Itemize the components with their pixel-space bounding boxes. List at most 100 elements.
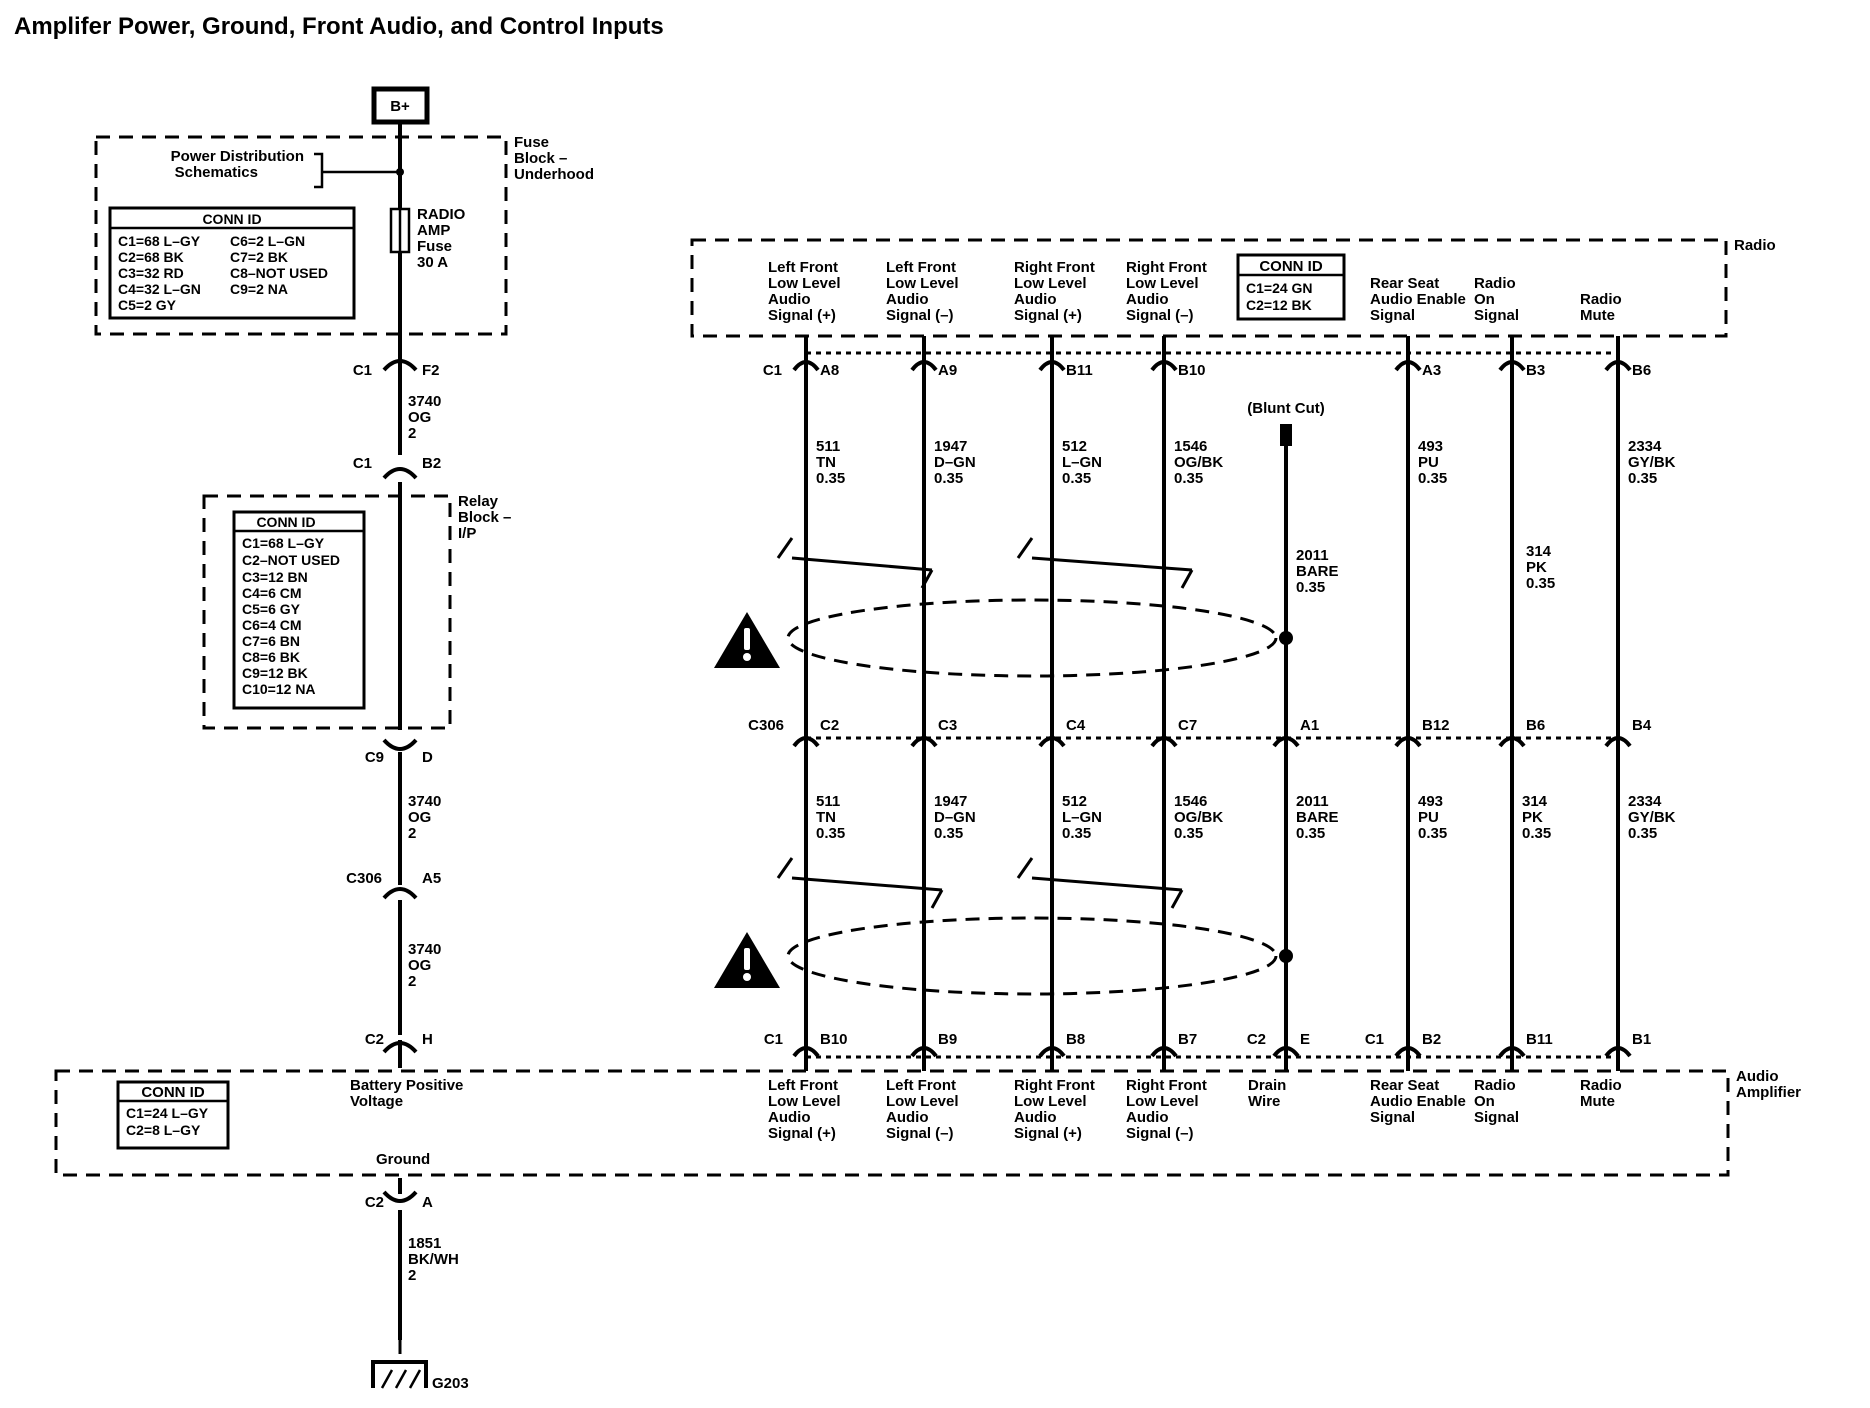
wire-label: PU bbox=[1418, 454, 1439, 471]
radio-pin-label: Rear Seat bbox=[1370, 275, 1439, 292]
wire-label: 2011 bbox=[1296, 793, 1329, 810]
amp-pin-id: B9 bbox=[938, 1031, 957, 1048]
wire-label: 493 bbox=[1418, 793, 1443, 810]
svg-text:Fuse: Fuse bbox=[417, 238, 452, 255]
warning-icon bbox=[714, 932, 780, 988]
blunt-cut-end bbox=[1280, 424, 1292, 446]
amp-connector-pin bbox=[1150, 1046, 1178, 1058]
svg-text:C6=2 L–GN: C6=2 L–GN bbox=[230, 233, 305, 249]
wire-label: 0.35 bbox=[1526, 575, 1555, 592]
radio-pin-label: On bbox=[1474, 291, 1495, 308]
amp-pin-label: Audio Enable bbox=[1370, 1093, 1466, 1110]
amp-pin-id: B11 bbox=[1526, 1031, 1553, 1048]
amp-pin-label: Radio bbox=[1580, 1077, 1622, 1094]
audio-amplifier-box bbox=[54, 1069, 1730, 1177]
wire-label: 0.35 bbox=[816, 470, 845, 487]
svg-text:Underhood: Underhood bbox=[514, 166, 594, 183]
svg-text:C9=12 BK: C9=12 BK bbox=[242, 665, 308, 681]
amp-pin-id: B8 bbox=[1066, 1031, 1085, 1048]
radio-connector-pin bbox=[1498, 360, 1526, 372]
shield-ellipse-top bbox=[786, 598, 1278, 678]
svg-text:A5: A5 bbox=[422, 870, 441, 887]
wire-label: 512 bbox=[1062, 793, 1087, 810]
svg-text:A: A bbox=[422, 1194, 433, 1211]
wire-label: OG/BK bbox=[1174, 809, 1223, 826]
relay-block-conn-table: CONN ID C1=68 L–GY C2–NOT USED C3=12 BN … bbox=[232, 510, 366, 710]
svg-text:2: 2 bbox=[408, 1267, 416, 1284]
radio-pin-label: Mute bbox=[1580, 307, 1615, 324]
radio-pin-id: B6 bbox=[1632, 362, 1651, 379]
wire-label: L–GN bbox=[1062, 454, 1102, 471]
svg-text:2: 2 bbox=[408, 973, 416, 990]
battery-label: B+ bbox=[390, 98, 410, 115]
wire-label: 2334 bbox=[1628, 793, 1662, 810]
wire-label: 512 bbox=[1062, 438, 1087, 455]
svg-text:C7=6 BN: C7=6 BN bbox=[242, 633, 300, 649]
wire-label: 1546 bbox=[1174, 793, 1207, 810]
connector-c1-f2 bbox=[382, 359, 418, 372]
svg-text:C4=32 L–GN: C4=32 L–GN bbox=[118, 281, 201, 297]
wire-label: L–GN bbox=[1062, 809, 1102, 826]
amp-pin-label: Signal (+) bbox=[768, 1125, 836, 1142]
c306-connector-pin bbox=[1272, 736, 1300, 748]
wire-label: BARE bbox=[1296, 809, 1339, 826]
fuse-block-name: Fuse Block – Underhood bbox=[514, 134, 594, 183]
svg-text:C1=24 L–GY: C1=24 L–GY bbox=[126, 1105, 209, 1121]
c306-pin-id: C7 bbox=[1178, 717, 1197, 734]
connector-c306-a5 bbox=[382, 887, 418, 900]
svg-text:C8–NOT USED: C8–NOT USED bbox=[230, 265, 328, 281]
svg-text:Battery Positive: Battery Positive bbox=[350, 1077, 463, 1094]
svg-text:30 A: 30 A bbox=[417, 254, 448, 271]
wire-label: 511 bbox=[816, 793, 840, 810]
radio-pin-id: A8 bbox=[820, 362, 839, 379]
svg-text:CONN ID: CONN ID bbox=[1259, 258, 1323, 275]
svg-text:C306: C306 bbox=[346, 870, 382, 887]
wire-label: GY/BK bbox=[1628, 809, 1676, 826]
c306-label: C306 bbox=[748, 717, 784, 734]
svg-text:C6=4 CM: C6=4 CM bbox=[242, 617, 302, 633]
wire-label-3740-c: 3740 OG 2 bbox=[408, 941, 441, 990]
twist-mark-right-bottom bbox=[1016, 857, 1184, 909]
connector-c1-b2 bbox=[382, 467, 418, 480]
radio-pin-label: Radio bbox=[1580, 291, 1622, 308]
amp-pin-label: Left Front bbox=[886, 1077, 956, 1094]
svg-text:AMP: AMP bbox=[417, 222, 450, 239]
svg-text:3740: 3740 bbox=[408, 941, 441, 958]
svg-text:Block –: Block – bbox=[458, 509, 511, 526]
svg-text:BK/WH: BK/WH bbox=[408, 1251, 459, 1268]
radio-pin-label: Right Front bbox=[1126, 259, 1207, 276]
wire-label: 314 bbox=[1522, 793, 1548, 810]
amp-pin-label: Rear Seat bbox=[1370, 1077, 1439, 1094]
amp-connector-pin bbox=[1394, 1046, 1422, 1058]
battery-positive-label: Battery Positive Voltage bbox=[350, 1077, 463, 1110]
amp-pin-label: Audio bbox=[768, 1109, 811, 1126]
svg-text:Block –: Block – bbox=[514, 150, 567, 167]
svg-text:C1: C1 bbox=[353, 455, 372, 472]
svg-text:OG: OG bbox=[408, 409, 431, 426]
wire-label: TN bbox=[816, 809, 836, 826]
svg-text:CONN ID: CONN ID bbox=[141, 1084, 205, 1101]
wire-label: 0.35 bbox=[1296, 579, 1325, 596]
c306-connector-pin bbox=[910, 736, 938, 748]
svg-text:C1=68 L–GY: C1=68 L–GY bbox=[118, 233, 201, 249]
svg-text:RADIO: RADIO bbox=[417, 206, 466, 223]
radio-box bbox=[690, 238, 1728, 338]
amp-connector-pin bbox=[1498, 1046, 1526, 1058]
wire-label: 2334 bbox=[1628, 438, 1662, 455]
svg-text:C1: C1 bbox=[764, 1031, 783, 1048]
radio-connector-pin bbox=[1038, 360, 1066, 372]
amp-pin-id: B1 bbox=[1632, 1031, 1651, 1048]
wire-label: GY/BK bbox=[1628, 454, 1676, 471]
svg-text:OG: OG bbox=[408, 809, 431, 826]
amp-pin-label: Right Front bbox=[1014, 1077, 1095, 1094]
c306-pin-id: B6 bbox=[1526, 717, 1545, 734]
wire-label: 2011 bbox=[1296, 547, 1329, 564]
amp-pin-label: Low Level bbox=[768, 1093, 841, 1110]
svg-text:C2: C2 bbox=[1247, 1031, 1266, 1048]
radio-conn-table: CONN ID C1=24 GN C2=12 BK bbox=[1236, 253, 1346, 321]
svg-text:C3=32 RD: C3=32 RD bbox=[118, 265, 184, 281]
wire-label: 0.35 bbox=[1062, 470, 1091, 487]
radio-pin-label: Signal (+) bbox=[768, 307, 836, 324]
svg-text:C9: C9 bbox=[365, 749, 384, 766]
